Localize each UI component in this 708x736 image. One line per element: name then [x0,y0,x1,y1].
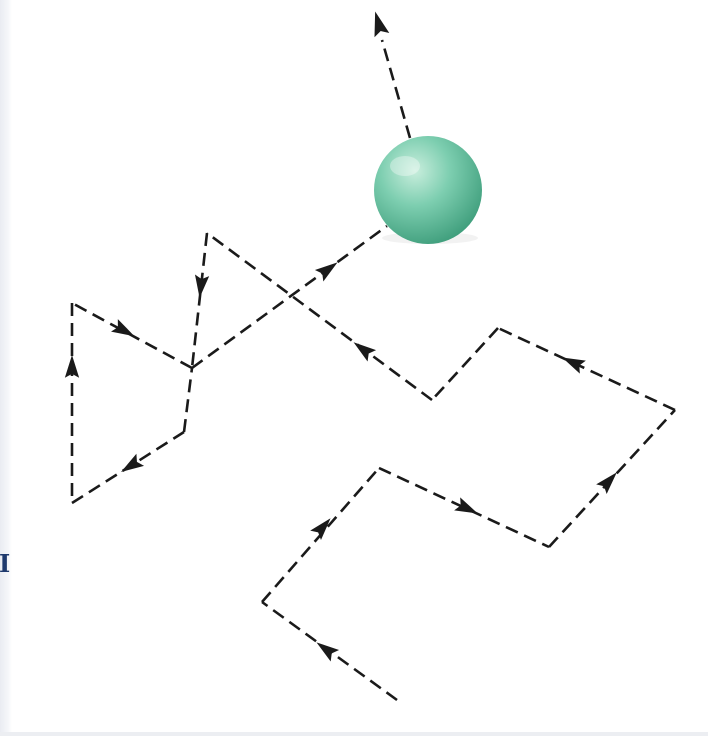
path-segment [192,233,207,368]
arrowhead-icon [111,319,138,342]
sphere-icon [374,136,482,244]
particle [374,136,482,244]
path-segment [184,368,192,432]
arrowhead-icon [349,337,376,362]
random-walk-path [72,40,675,700]
arrowhead-icon [368,9,390,37]
arrowhead-icon [117,454,144,478]
exit-path-segment [382,40,410,138]
path-segment [498,328,675,410]
sphere-highlight [390,156,420,176]
arrowhead-icon [310,514,336,541]
path-segment [207,233,432,400]
arrowhead-icon [454,497,481,520]
path-segment [432,328,498,400]
arrowhead-icon [559,351,586,374]
